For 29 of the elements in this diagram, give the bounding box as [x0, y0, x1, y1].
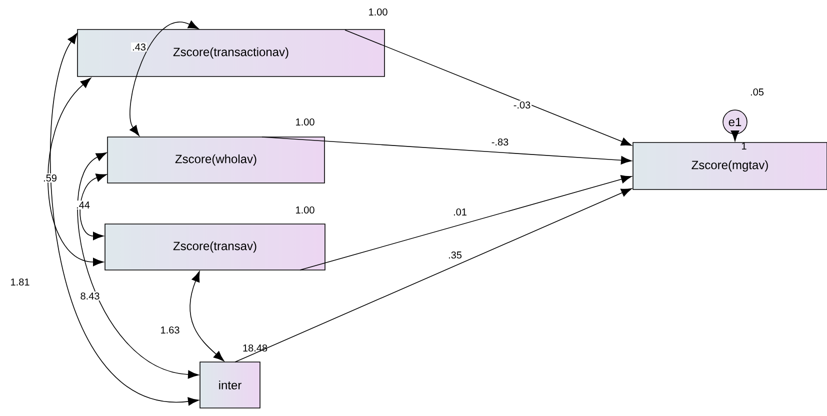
path-arrow [344, 30, 632, 146]
variance-label: 1.00 [296, 206, 314, 214]
edge-label: 1 [742, 142, 746, 150]
covariance-arrow [50, 32, 199, 406]
path-arrow [234, 188, 632, 362]
covariance-arrow [48, 78, 104, 266]
covariance-arrow [80, 174, 107, 240]
path-arrow [730, 130, 740, 142]
variance-label: 18.48 [243, 344, 268, 352]
variable-box: inter [200, 362, 260, 408]
path-arrow [262, 136, 632, 164]
variance-label: .05 [750, 88, 764, 96]
variance-label: 1.00 [296, 118, 314, 126]
edge-label: -.83 [490, 137, 510, 147]
edge-label: 8.43 [79, 291, 101, 301]
edge-label: .01 [452, 207, 468, 217]
covariance-arrow [190, 271, 224, 362]
variable-box: Zscore(wholav) [107, 136, 325, 184]
edge-label: .59 [42, 173, 58, 183]
variance-label: 1.00 [369, 8, 388, 16]
edge-label: 1.81 [9, 277, 31, 287]
path-arrow [300, 175, 632, 270]
covariance-arrow [77, 152, 199, 379]
variable-box: Zscore(transav) [104, 224, 326, 270]
edge-label: .44 [75, 200, 91, 210]
edge-label: 1.63 [159, 325, 181, 335]
edge-label: .35 [447, 250, 463, 260]
covariance-arrow [130, 20, 199, 136]
edge-label: -.03 [512, 100, 532, 110]
